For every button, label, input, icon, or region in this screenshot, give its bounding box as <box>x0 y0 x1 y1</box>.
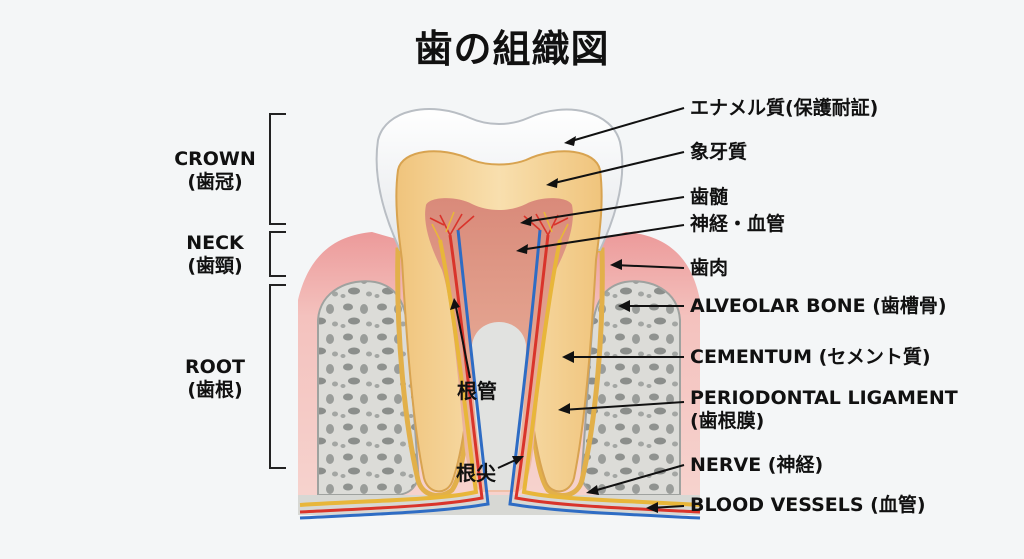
label-crown: CROWN (歯冠) <box>160 148 270 194</box>
label-blood-vessels: BLOOD VESSELS (血管) <box>690 494 926 516</box>
label-enamel: エナメル質(保護耐証) <box>690 97 879 119</box>
label-neck-ja: (歯頸) <box>187 255 243 277</box>
label-periodontal-ja: (歯根膜) <box>690 410 765 432</box>
label-root-ja: (歯根) <box>187 379 243 401</box>
label-cementum: CEMENTUM (セメント質) <box>690 346 931 368</box>
label-root-en: ROOT <box>185 356 245 378</box>
page-title: 歯の組織図 <box>414 27 610 71</box>
label-apex: 根尖 <box>456 461 496 485</box>
label-nerves-vessels: 神経・血管 <box>690 213 786 235</box>
label-periodontal-en: PERIODONTAL LIGAMENT <box>690 387 958 409</box>
label-pulp: 歯髄 <box>690 186 729 208</box>
vein-strand <box>299 229 701 520</box>
bracket-root <box>269 284 286 469</box>
label-neck-en: NECK <box>186 232 244 254</box>
bracket-neck <box>269 231 286 277</box>
nerve-strand <box>299 239 701 507</box>
label-crown-ja: (歯冠) <box>187 171 243 193</box>
label-alveolar-bone: ALVEOLAR BONE (歯槽骨) <box>690 295 947 317</box>
label-root-canal: 根管 <box>457 379 497 403</box>
label-crown-en: CROWN <box>174 148 256 170</box>
inter-root-space <box>472 322 526 490</box>
pulp-branches <box>429 213 569 236</box>
label-nerve: NERVE (神経) <box>690 454 824 476</box>
alveolar-bone-bottom <box>298 495 700 515</box>
pulp-nerve-branches <box>431 211 569 241</box>
bracket-crown <box>269 113 286 225</box>
label-dentin: 象牙質 <box>690 141 748 163</box>
label-root: ROOT (歯根) <box>160 356 270 402</box>
label-gum: 歯肉 <box>690 257 729 279</box>
label-periodontal: PERIODONTAL LIGAMENT (歯根膜) <box>690 387 958 433</box>
label-neck: NECK (歯頸) <box>160 232 270 278</box>
artery-strand <box>299 234 701 514</box>
